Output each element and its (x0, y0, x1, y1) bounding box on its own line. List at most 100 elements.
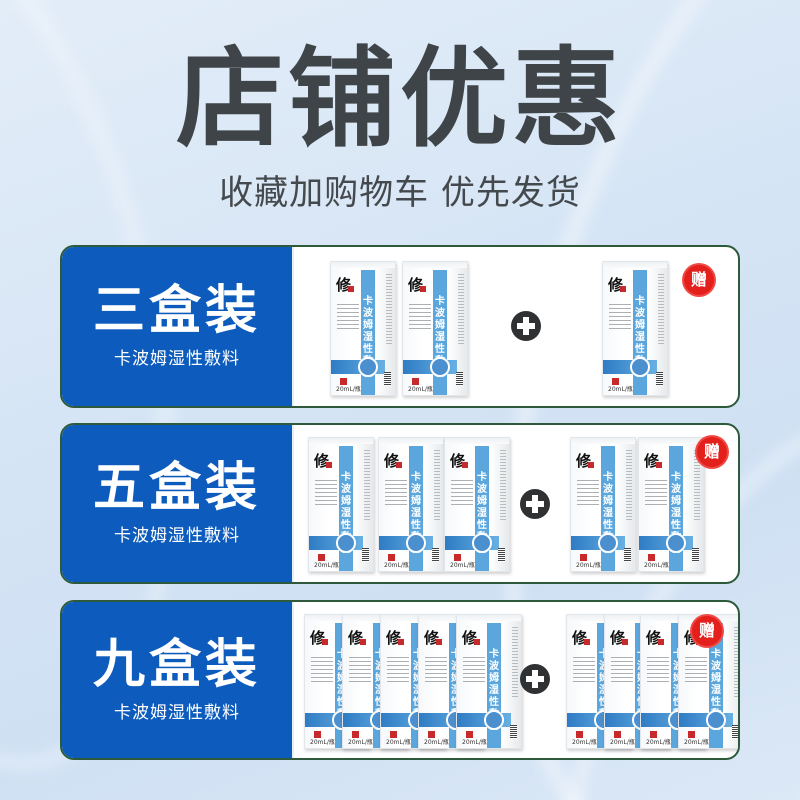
box-emblem-icon (630, 357, 650, 377)
box-description-text (311, 657, 333, 683)
box-description-text (385, 480, 407, 506)
box-volume: 20mL/瓶 (644, 562, 669, 569)
box-side-text (500, 450, 506, 520)
box-volume: 20mL/瓶 (576, 562, 601, 569)
barcode-icon (732, 725, 738, 739)
brand-logo: 修 (576, 452, 592, 470)
barcode-icon (432, 548, 439, 562)
brand-logo: 修 (572, 629, 588, 647)
brand-logo: 修 (408, 276, 424, 294)
box-side-text (364, 450, 370, 520)
box-side-text (626, 450, 632, 520)
barcode-icon (362, 548, 369, 562)
package-subtitle: 卡波姆湿性敷料 (114, 702, 240, 723)
box-volume: 20mL/瓶 (348, 739, 373, 746)
red-mark-icon (352, 731, 359, 738)
red-mark-icon (580, 554, 587, 561)
brand-seal-icon (462, 462, 468, 468)
box-volume: 20mL/瓶 (684, 739, 709, 746)
brand-logo: 修 (384, 452, 400, 470)
box-volume: 20mL/瓶 (572, 739, 597, 746)
brand-logo: 修 (462, 629, 478, 647)
brand-seal-icon (584, 639, 590, 645)
box-emblem-icon (336, 533, 356, 553)
box-volume: 20mL/瓶 (314, 562, 339, 569)
box-top-face (603, 262, 667, 268)
red-mark-icon (340, 378, 347, 385)
red-mark-icon (454, 554, 461, 561)
box-description-text (609, 304, 631, 330)
red-mark-icon (614, 731, 621, 738)
box-side-text (386, 274, 392, 344)
barcode-icon (498, 548, 505, 562)
brand-logo: 修 (644, 452, 660, 470)
red-mark-icon (390, 731, 397, 738)
brand-seal-icon (622, 639, 628, 645)
red-mark-icon (576, 731, 583, 738)
box-emblem-icon (430, 357, 450, 377)
box-top-face (457, 615, 521, 621)
box-volume: 20mL/瓶 (384, 562, 409, 569)
box-volume: 20mL/瓶 (610, 739, 635, 746)
red-mark-icon (388, 554, 395, 561)
brand-logo: 修 (646, 629, 662, 647)
box-top-face (641, 615, 705, 621)
box-top-face (343, 615, 407, 621)
box-emblem-icon (358, 357, 378, 377)
package-title: 九盒装 (92, 634, 261, 695)
package-label-panel: 九盒装 卡波姆湿性敷料 (62, 602, 292, 758)
brand-logo: 修 (608, 276, 624, 294)
brand-seal-icon (656, 462, 662, 468)
box-emblem-icon (472, 533, 492, 553)
brand-seal-icon (398, 639, 404, 645)
box-side-text (694, 450, 700, 520)
red-mark-icon (612, 378, 619, 385)
barcode-icon (510, 725, 517, 739)
page-subtitle: 收藏加购物车 优先发货 (219, 173, 581, 213)
barcode-icon (456, 372, 463, 386)
brand-logo: 修 (310, 629, 326, 647)
box-top-face (419, 615, 483, 621)
package-subtitle: 卡波姆湿性敷料 (114, 349, 240, 369)
box-emblem-icon (484, 710, 504, 730)
plus-circle-icon (520, 489, 550, 519)
page-title: 店铺优惠 (175, 37, 624, 162)
red-mark-icon (428, 731, 435, 738)
brand-logo: 修 (336, 276, 352, 294)
box-top-face (445, 438, 509, 444)
gift-badge-icon: 赠 (697, 437, 727, 467)
box-description-text (349, 657, 371, 683)
box-top-face (571, 438, 635, 444)
plus-circle-icon (520, 664, 550, 694)
brand-seal-icon (420, 286, 426, 292)
plus-circle-icon (511, 311, 541, 341)
package-label-panel: 三盒装 卡波姆湿性敷料 (62, 247, 292, 406)
brand-seal-icon (436, 639, 442, 645)
brand-seal-icon (360, 639, 366, 645)
barcode-icon (692, 548, 699, 562)
brand-seal-icon (658, 639, 664, 645)
box-side-text (658, 274, 664, 344)
box-side-text (734, 627, 738, 697)
box-description-text (685, 657, 707, 683)
box-side-text (434, 450, 440, 520)
brand-seal-icon (348, 286, 354, 292)
box-description-text (337, 304, 359, 330)
box-top-face (381, 615, 445, 621)
barcode-icon (656, 372, 663, 386)
brand-seal-icon (396, 462, 402, 468)
box-description-text (451, 480, 473, 506)
brand-seal-icon (588, 462, 594, 468)
brand-logo: 修 (386, 629, 402, 647)
box-top-face (305, 615, 369, 621)
box-emblem-icon (406, 533, 426, 553)
box-volume: 20mL/瓶 (386, 739, 411, 746)
brand-logo: 修 (348, 629, 364, 647)
package-subtitle: 卡波姆湿性敷料 (114, 526, 240, 546)
